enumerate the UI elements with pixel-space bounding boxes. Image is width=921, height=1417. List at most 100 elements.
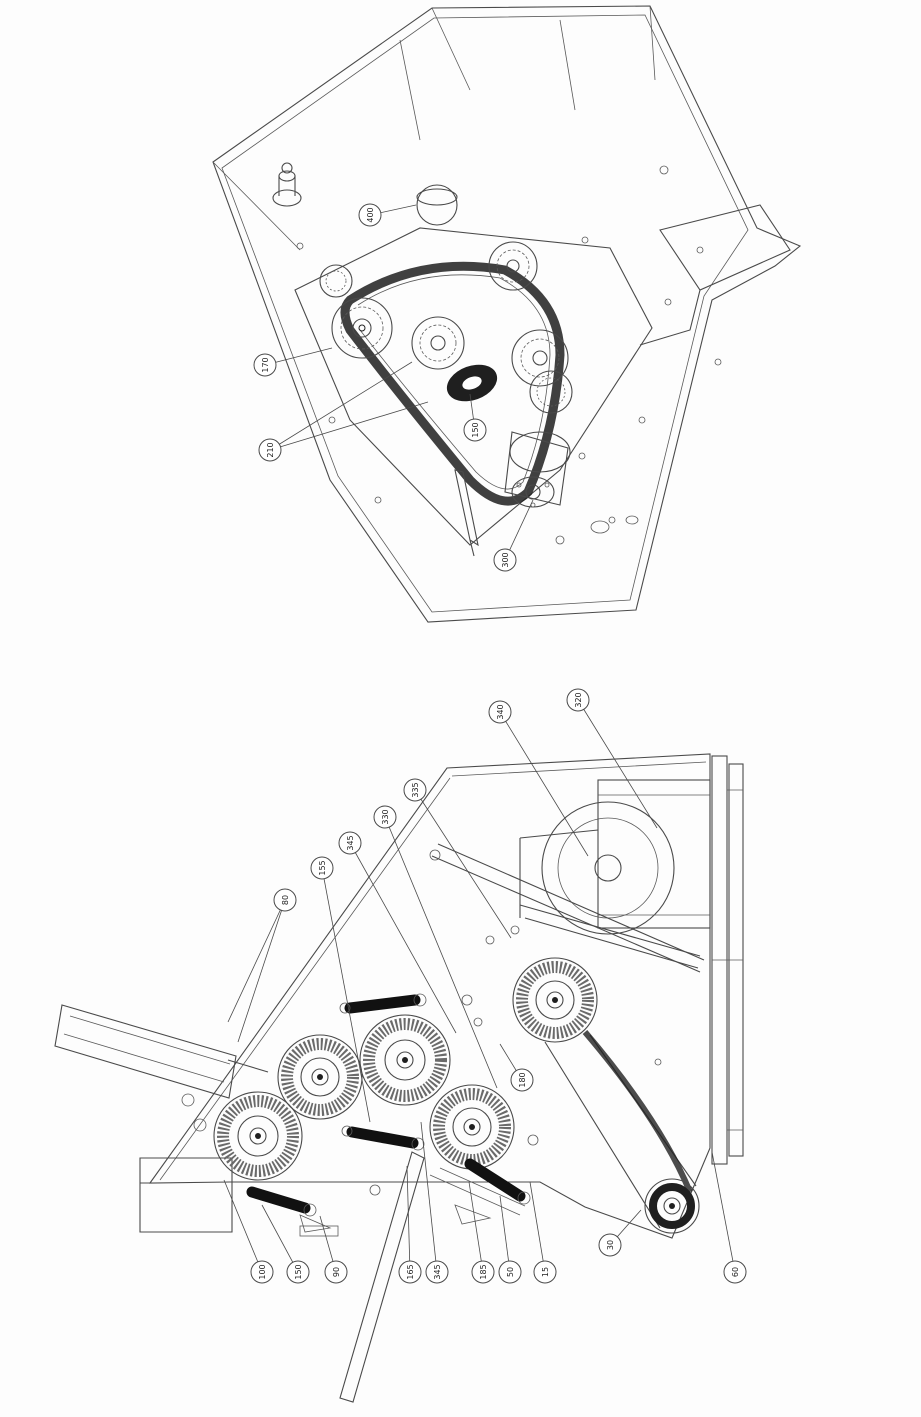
callout-leader-line	[406, 1165, 411, 1273]
callout-number: 15	[541, 1267, 550, 1277]
callout-number: 340	[496, 704, 505, 719]
callout-leader-line	[529, 1181, 546, 1273]
callout-bottom-345: 345	[420, 1121, 449, 1284]
callout-number: 400	[366, 207, 375, 222]
callout-number: 150	[471, 422, 480, 437]
callout-number: 210	[266, 442, 275, 457]
callout-bottom-100: 100	[223, 1179, 274, 1284]
bolt-heads	[303, 993, 531, 1217]
callout-bottom-335: 335	[403, 778, 512, 939]
callout-number: 320	[574, 692, 583, 707]
callout-balloon	[338, 831, 362, 855]
diagonal-brace	[431, 843, 705, 973]
callout-number: 150	[294, 1264, 303, 1279]
callout-top-400: 400	[358, 203, 417, 227]
callout-balloon	[488, 700, 512, 724]
callout-bottom-185: 185	[468, 1181, 495, 1284]
callout-number: 300	[501, 552, 510, 567]
callout-leader-line	[264, 347, 333, 366]
callout-top-210: 210	[258, 361, 429, 462]
callout-balloon	[498, 1260, 522, 1284]
callout-bottom-320: 320	[566, 688, 658, 829]
callout-leader-line	[384, 816, 498, 1089]
tension-bolts	[246, 994, 526, 1214]
callout-number: 50	[506, 1267, 515, 1277]
deck-fold-lines	[212, 5, 656, 251]
callout-bottom-60: 60	[711, 1151, 747, 1284]
callout-leader-line	[577, 699, 658, 829]
feed-chute	[54, 1004, 269, 1099]
base-step-left	[139, 1157, 233, 1233]
plate-top-edge	[159, 761, 707, 1181]
roller-5	[512, 957, 598, 1043]
roller-4	[429, 1084, 515, 1170]
roller-2	[277, 1034, 363, 1120]
callout-top-300: 300	[493, 499, 534, 572]
callout-leader-line	[269, 401, 429, 451]
callout-balloon	[425, 1260, 449, 1284]
roller-1	[213, 1091, 303, 1181]
gear-small-left	[319, 264, 353, 298]
callout-balloon	[310, 856, 334, 880]
callout-number: 345	[433, 1264, 442, 1279]
callout-bottom-80: 80	[227, 888, 297, 1043]
callout-bottom-340: 340	[488, 700, 589, 857]
callout-balloon	[358, 203, 382, 227]
callout-balloon	[373, 805, 397, 829]
callout-balloon	[463, 418, 487, 442]
callout-balloon	[493, 548, 517, 572]
callout-bottom-50: 50	[498, 1195, 522, 1284]
callout-bottom-30: 30	[598, 1209, 642, 1257]
callout-number: 30	[606, 1240, 615, 1250]
callout-number: 180	[518, 1072, 527, 1087]
callout-number: 60	[731, 1267, 740, 1277]
chassis-outline	[212, 5, 802, 623]
callout-leader-line	[261, 1204, 299, 1273]
callout-number: 100	[258, 1264, 267, 1279]
callout-leader-line	[420, 1121, 438, 1273]
guide-pin	[454, 469, 479, 557]
callouts-top: 400 170 210 150 300	[253, 203, 534, 572]
callout-bottom-180: 180	[499, 1043, 534, 1092]
deck-knob	[416, 184, 458, 226]
callout-leader-line	[499, 1195, 511, 1273]
callout-leader-line	[269, 361, 413, 451]
callout-balloon	[324, 1260, 348, 1284]
callout-bottom-90: 90	[319, 1215, 348, 1284]
sprocket-right-lower	[529, 370, 573, 414]
callout-number: 80	[281, 895, 290, 905]
callout-balloon	[723, 1260, 747, 1284]
callout-bottom-330: 330	[373, 805, 498, 1089]
chassis-holes	[296, 165, 722, 545]
callout-balloon	[398, 1260, 422, 1284]
roller-3	[359, 1014, 451, 1106]
motor-cylinder	[504, 431, 571, 508]
belt-arm	[544, 1030, 700, 1234]
callout-number: 170	[261, 357, 270, 372]
figure-bottom: 3403208015534533033518010015090165345185…	[54, 688, 747, 1403]
figure-top: 400 170 210 150 300	[212, 5, 802, 623]
pulley-dark-center	[446, 364, 498, 402]
plate-outline	[148, 753, 711, 1239]
pulley-left	[331, 297, 393, 359]
callout-balloon	[273, 888, 297, 912]
callout-balloon	[286, 1260, 310, 1284]
callout-number: 90	[332, 1267, 341, 1277]
callout-leader-line	[499, 711, 589, 857]
callout-leader-line	[227, 899, 286, 1023]
callout-balloon	[566, 688, 590, 712]
chassis-edge-inner	[221, 14, 749, 613]
callout-bottom-155: 155	[310, 856, 371, 1123]
callout-balloon	[471, 1260, 495, 1284]
callout-bottom-150: 150	[261, 1204, 310, 1284]
callout-top-170: 170	[253, 347, 333, 377]
callout-balloon	[403, 778, 427, 802]
motor-housing	[519, 779, 711, 969]
callout-balloon	[253, 353, 277, 377]
callout-number: 165	[406, 1264, 415, 1279]
callout-leader-line	[237, 899, 286, 1043]
sprocket-top	[488, 241, 538, 291]
cavity-opening	[294, 227, 653, 546]
